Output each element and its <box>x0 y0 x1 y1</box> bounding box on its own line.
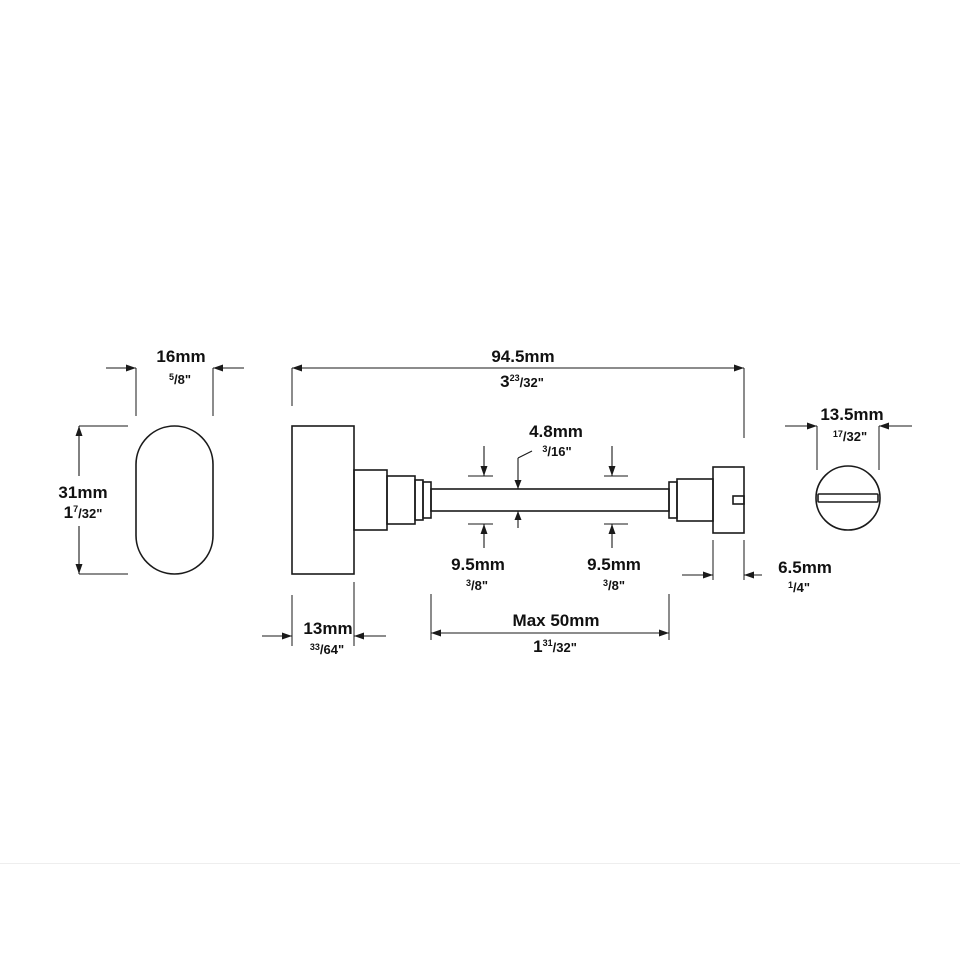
dim-handle-height: 31mm 17/32" <box>58 425 128 575</box>
dim-max-length: Max 50mm 131/32" <box>430 594 670 656</box>
dim-max-length-mm: Max 50mm <box>513 611 600 630</box>
spindle <box>430 488 670 512</box>
dim-end-cap-diameter-inch: 17/32" <box>833 429 867 444</box>
end-cap <box>712 466 745 534</box>
side-view-assembly <box>291 425 745 575</box>
end-cap-slot <box>732 495 745 505</box>
dim-overall-length: 94.5mm 323/32" <box>291 347 745 438</box>
dim-collar-left: 9.5mm 3/8" <box>451 446 505 593</box>
dim-handle-width-mm: 16mm <box>156 347 205 366</box>
dim-handle-height-inch: 17/32" <box>64 503 103 522</box>
dim-handle-height-mm: 31mm <box>58 483 107 502</box>
dim-max-length-inch: 131/32" <box>533 637 577 656</box>
collar-left <box>386 475 416 525</box>
neck <box>353 469 388 531</box>
dim-handle-width-inch: 5/8" <box>169 372 191 387</box>
footer-divider <box>0 863 960 864</box>
dim-collar-right-mm: 9.5mm <box>587 555 641 574</box>
dim-spindle-diameter-mm: 4.8mm <box>529 422 583 441</box>
collar-right <box>676 478 714 522</box>
dim-end-cap-depth-mm: 6.5mm <box>778 558 832 577</box>
collar-right-ring <box>668 481 678 519</box>
dim-handle-width: 16mm 5/8" <box>106 347 244 416</box>
dim-end-cap-depth-inch: 1/4" <box>788 580 810 595</box>
dim-rose-depth-inch: 33/64" <box>310 642 344 657</box>
dim-collar-right: 9.5mm 3/8" <box>587 446 641 593</box>
dim-rose-depth: 13mm 33/64" <box>262 582 386 657</box>
dim-collar-left-mm: 9.5mm <box>451 555 505 574</box>
dim-collar-left-inch: 3/8" <box>466 578 488 593</box>
dim-spindle-diameter-inch: 3/16" <box>542 444 571 459</box>
dim-end-cap-depth: 6.5mm 1/4" <box>682 540 832 595</box>
dim-overall-length-inch: 323/32" <box>500 372 544 391</box>
dim-spindle-diameter: 4.8mm 3/16" <box>514 422 583 528</box>
dim-overall-length-mm: 94.5mm <box>491 347 554 366</box>
handle-front-view <box>135 425 214 575</box>
end-cap-front-view <box>815 465 881 531</box>
dim-rose-depth-mm: 13mm <box>303 619 352 638</box>
dim-end-cap-diameter: 13.5mm 17/32" <box>785 405 912 470</box>
rose-block <box>291 425 355 575</box>
collar-left-ring <box>414 479 424 521</box>
dim-collar-right-inch: 3/8" <box>603 578 625 593</box>
collar-left-ring-2 <box>422 481 432 519</box>
dim-end-cap-diameter-mm: 13.5mm <box>820 405 883 424</box>
